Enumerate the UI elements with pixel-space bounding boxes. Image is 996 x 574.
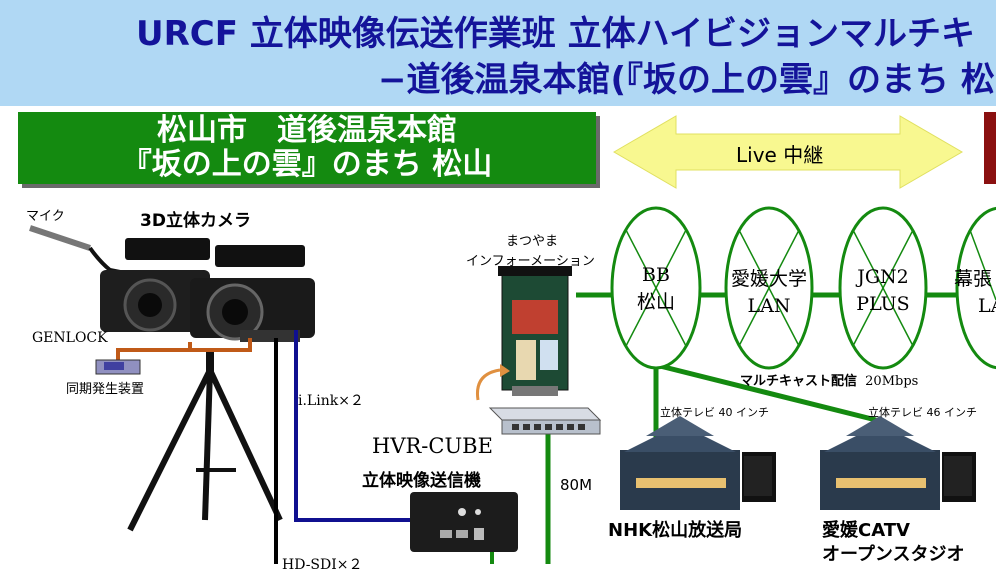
genlock-label: GENLOCK [32, 330, 108, 346]
live-double-arrow [613, 115, 963, 189]
receiver-1-name: NHK松山放送局 [608, 520, 743, 541]
node-label-jgn2: JGN2 PLUS [840, 264, 926, 318]
3d-cameras [100, 238, 315, 342]
camera-label: 3D立体カメラ [140, 211, 251, 231]
node-ehime-line1: 愛媛大学 [730, 268, 807, 290]
node-makuhari-lan [955, 206, 996, 370]
ilink-cable [294, 330, 420, 522]
hvr-cube-device [410, 492, 518, 552]
node-label-ehime: 愛媛大学 LAN [726, 266, 812, 320]
title-line-2: −道後温泉本館(『坂の上の雲』のまち 松 [378, 60, 995, 100]
hdsdi-label: HD-SDI×２ [282, 557, 363, 573]
curved-arrow [475, 368, 501, 401]
node-label-makuhari: 幕張 LA [954, 266, 996, 320]
node-bb-line2: 松山 [636, 291, 675, 313]
node-makuhari-line2: LA [978, 295, 996, 317]
location-box: 松山市 道後温泉本館 『坂の上の雲』のまち 松山 [18, 112, 596, 184]
node-makuhari-line1: 幕張 [954, 268, 993, 290]
node-ehime-line2: LAN [747, 295, 791, 317]
genlock-cables [116, 338, 252, 362]
tripod [127, 350, 283, 532]
title-banner: URCF 立体映像伝送作業班 立体ハイビジョンマルチキ −道後温泉本館(『坂の上… [0, 0, 996, 106]
hvr-cube-desc: 立体映像送信機 [362, 471, 481, 491]
ilink-label: i.Link×２ [298, 393, 364, 409]
receiver-building-catv [820, 416, 976, 510]
mic-label: マイク [26, 209, 65, 224]
kiosk-label-2: インフォーメーション [466, 254, 595, 269]
receiver-2-name2: オープンスタジオ [822, 544, 965, 565]
node-bb-line1: BB [642, 264, 670, 286]
receiver-2-tv: 立体テレビ 46 インチ [868, 406, 977, 419]
node-jgn2-line2: PLUS [856, 293, 910, 315]
multicast-rate: 20Mbps [865, 374, 919, 389]
sync-generator-label: 同期発生装置 [66, 382, 145, 397]
multicast-text: マルチキャスト配信 [740, 374, 858, 389]
node-jgn2-line1: JGN2 [857, 266, 909, 288]
network-switch [488, 407, 602, 435]
multicast-label: マルチキャスト配信 20Mbps [740, 370, 918, 389]
live-label: Live 中継 [736, 143, 824, 167]
information-kiosk [498, 266, 572, 396]
sync-generator-device [95, 359, 141, 375]
title-line-1: URCF 立体映像伝送作業班 立体ハイビジョンマルチキ [136, 14, 975, 54]
location-line-1: 松山市 道後温泉本館 [157, 113, 457, 148]
right-edge-box [984, 112, 996, 184]
receiver-1-tv: 立体テレビ 40 インチ [660, 406, 769, 419]
microphone [29, 225, 141, 278]
location-line-2: 『坂の上の雲』のまち 松山 [121, 147, 493, 182]
hvr-cube-name: HVR-CUBE [372, 434, 493, 458]
kiosk-label-1: まつやま [506, 234, 559, 249]
receiver-building-nhk [620, 416, 776, 510]
node-label-bb: BB 松山 [616, 262, 696, 316]
receiver-2-name: 愛媛CATV [822, 520, 910, 541]
bandwidth-label: 80M [560, 476, 593, 494]
